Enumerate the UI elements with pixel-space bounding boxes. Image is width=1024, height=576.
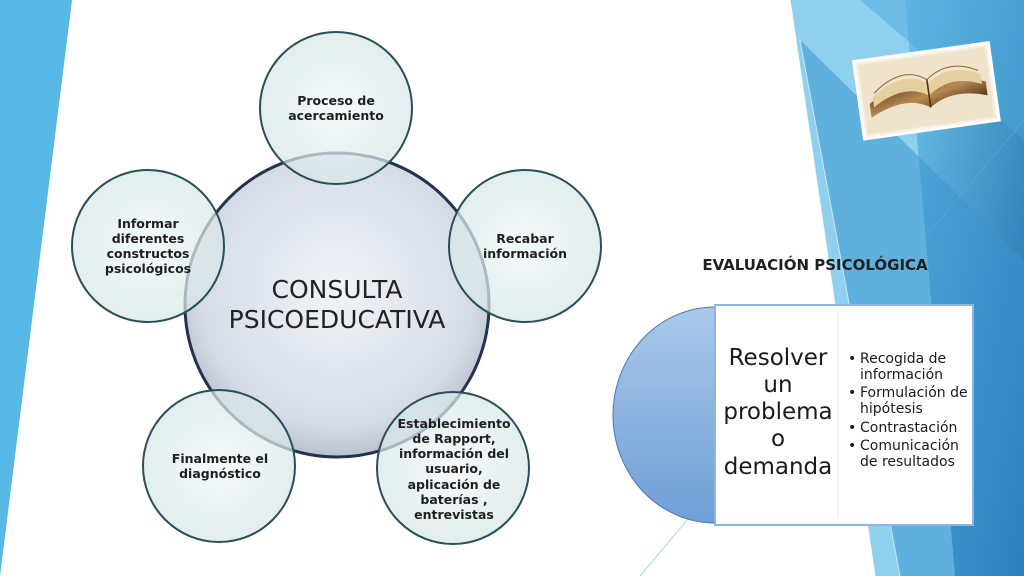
satellite-circle-left — [71, 169, 225, 323]
evaluation-bullet-list: Recogida de información Formulación de h… — [846, 351, 971, 474]
satellite-circle-right — [448, 169, 602, 323]
evaluation-main-text: Resolver un problema o demanda — [723, 345, 833, 480]
list-item: Contrastación — [846, 420, 971, 437]
evaluation-title: EVALUACIÓN PSICOLÓGICA — [702, 256, 928, 274]
list-item: Formulación de hipótesis — [846, 385, 971, 417]
satellite-label-bottom-left: Finalmente el diagnóstico — [171, 450, 269, 481]
evaluation-half-circle — [612, 306, 716, 524]
satellite-label-bottom-right: Establecimiento de Rapport, información … — [397, 415, 511, 523]
satellite-circle-bottom-right — [376, 391, 530, 545]
satellite-label-right: Recabar información — [482, 230, 567, 261]
satellite-circle-top — [259, 31, 413, 185]
satellite-label-top: Proceso de acercamiento — [288, 92, 384, 123]
satellite-circle-bottom-left — [142, 389, 296, 543]
left-triangle-shape — [0, 0, 72, 576]
open-book-image — [851, 41, 1001, 141]
list-item: Comunicación de resultados — [846, 438, 971, 470]
satellite-label-left: Informar diferentes constructos psicológ… — [104, 215, 192, 277]
list-item: Recogida de información — [846, 351, 971, 383]
center-label: CONSULTA PSICOEDUCATIVA — [228, 275, 446, 334]
